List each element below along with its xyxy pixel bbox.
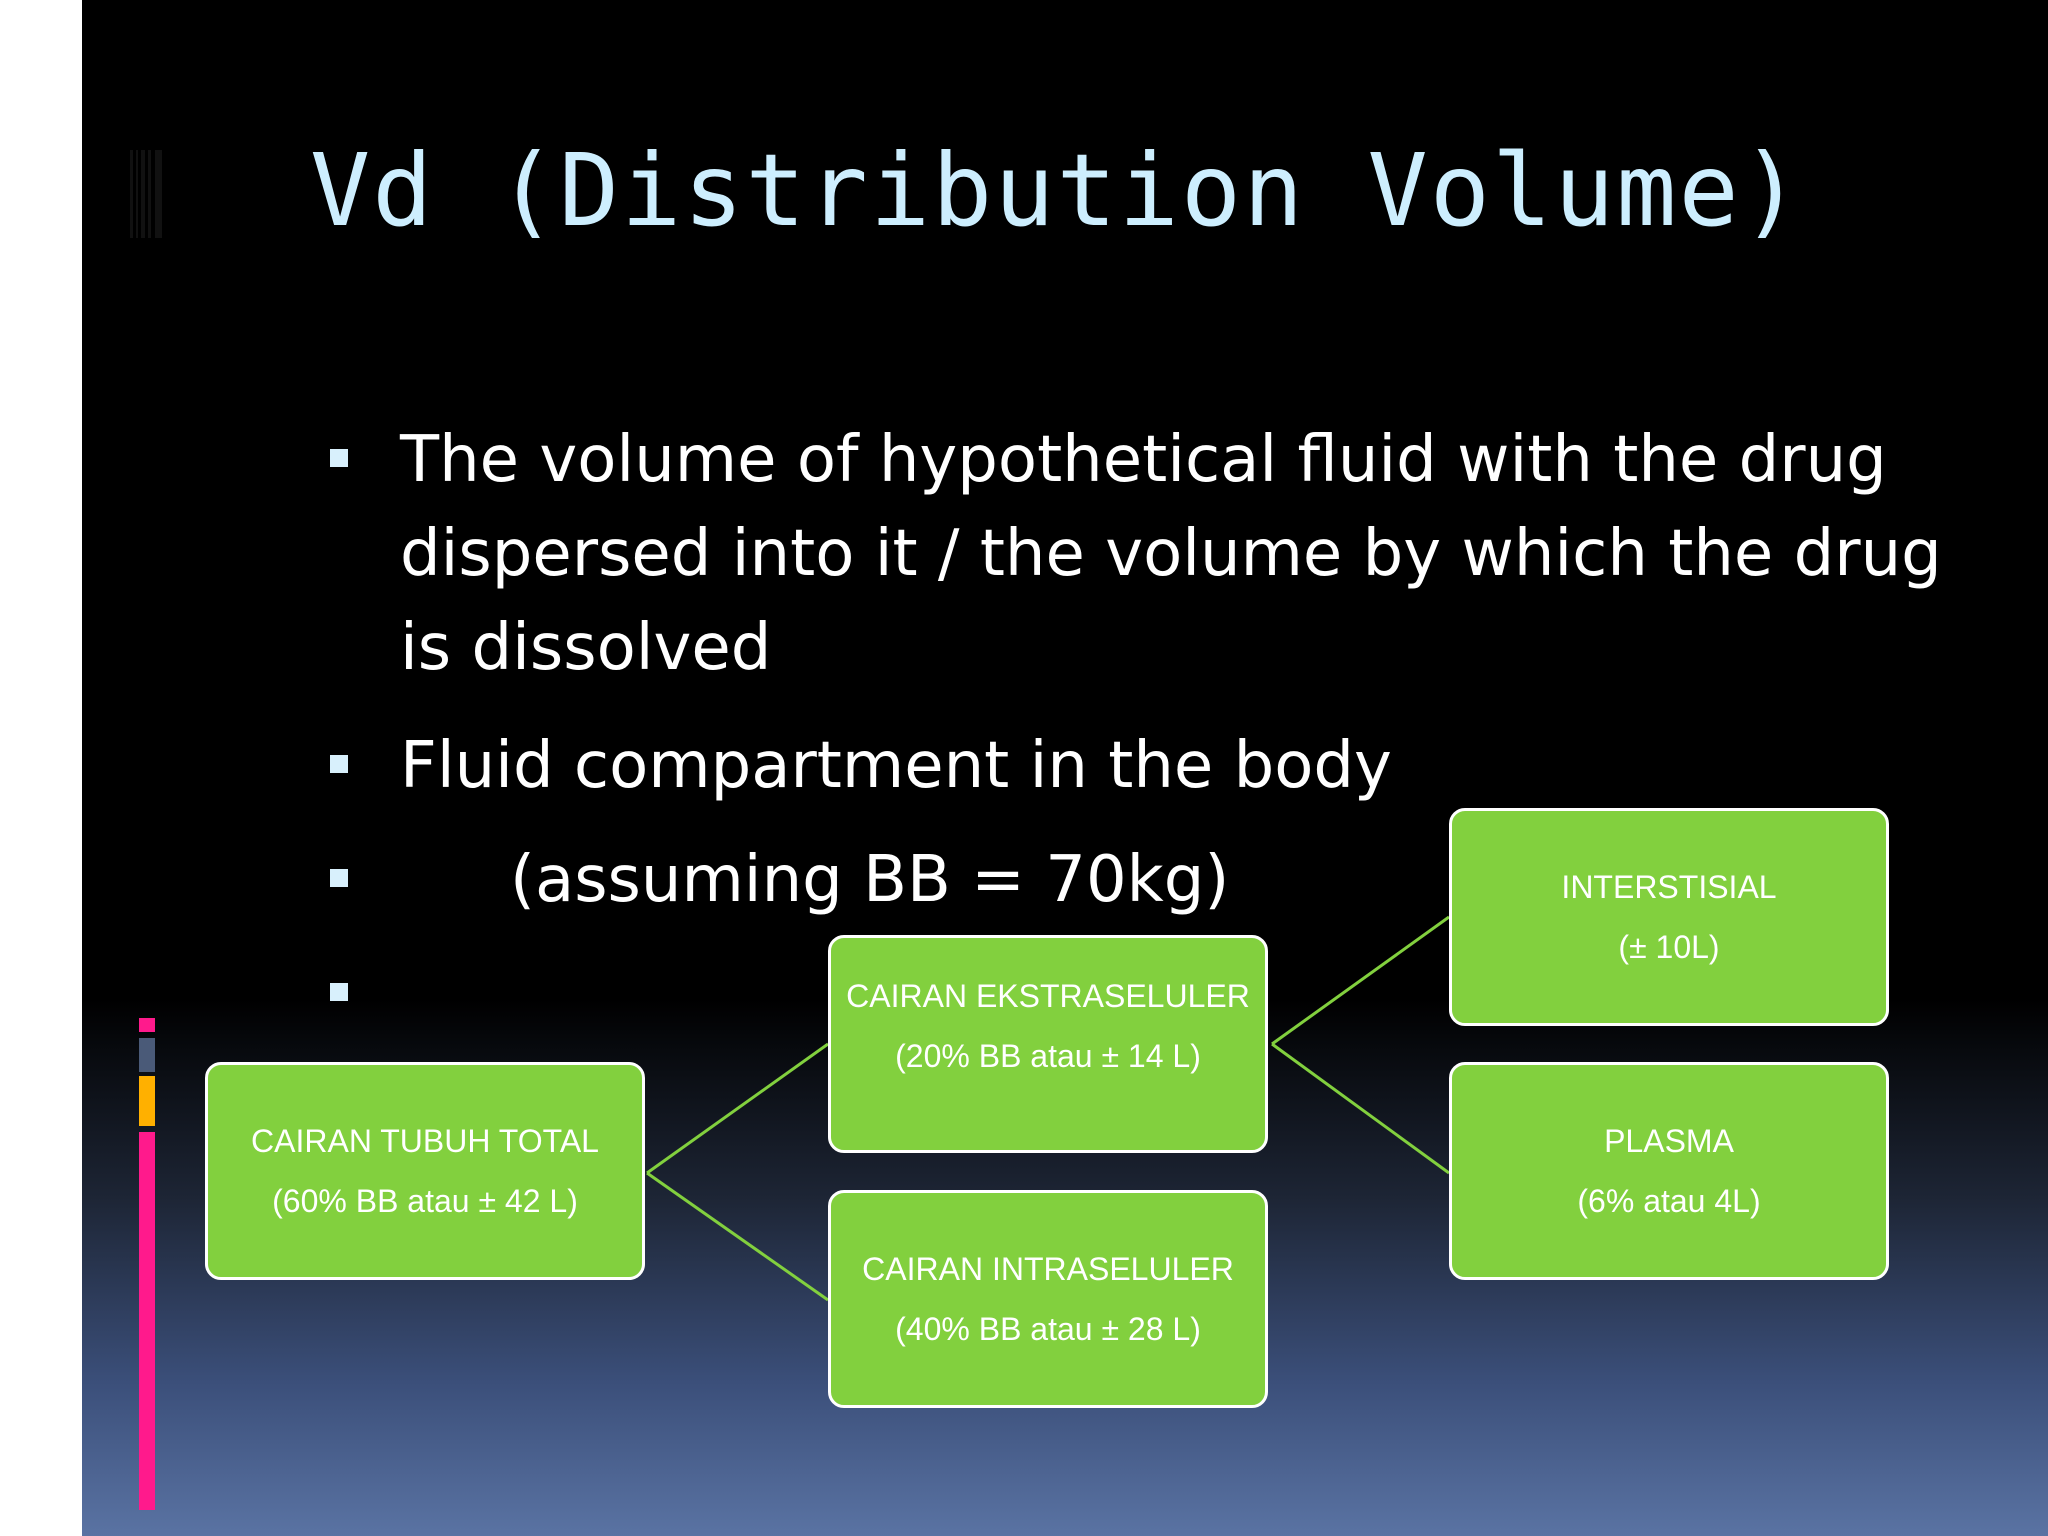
- slide: Vd (Distribution Volume) The volume of h…: [82, 0, 2048, 1536]
- node-label: CAIRAN EKSTRASELULER: [846, 978, 1250, 1014]
- bullet-marker: [330, 869, 348, 887]
- slide-title: Vd (Distribution Volume): [310, 132, 1803, 249]
- node-value: (20% BB atau ± 14 L): [895, 1038, 1201, 1074]
- bullet-text-line: dispersed into it / the volume by which …: [400, 517, 1942, 591]
- node-plasma: PLASMA (6% atau 4L): [1449, 1062, 1889, 1280]
- node-total-body-fluid: CAIRAN TUBUH TOTAL (60% BB atau ± 42 L): [205, 1062, 645, 1280]
- bullet-text-line: is dissolved: [400, 611, 772, 685]
- node-label: CAIRAN TUBUH TOTAL: [251, 1123, 599, 1159]
- node-value: (60% BB atau ± 42 L): [272, 1183, 578, 1219]
- accent-bar-orange: [139, 1076, 155, 1126]
- connector-total-extra: [646, 1042, 829, 1175]
- node-value: (40% BB atau ± 28 L): [895, 1311, 1201, 1347]
- node-extracellular-fluid: CAIRAN EKSTRASELULER (20% BB atau ± 14 L…: [828, 935, 1268, 1153]
- bullet-marker: [330, 983, 348, 1001]
- bullet-text-line: (assuming BB = 70kg): [510, 843, 1230, 917]
- accent-bar-pink: [139, 1132, 155, 1510]
- bullet-text-line: The volume of hypothetical fluid with th…: [400, 423, 1887, 497]
- diagram-connectors: [646, 915, 1450, 1302]
- connector-extra-interstitial: [1271, 915, 1450, 1046]
- node-value: (6% atau 4L): [1577, 1183, 1761, 1219]
- stripe-decoration: [130, 150, 163, 238]
- bullet-marker: [330, 755, 348, 773]
- node-label: PLASMA: [1604, 1123, 1734, 1159]
- node-interstitial: INTERSTISIAL (± 10L): [1449, 808, 1889, 1026]
- accent-bar-pink-top: [139, 1018, 155, 1032]
- node-label: CAIRAN INTRASELULER: [862, 1251, 1234, 1287]
- bullet-marker: [330, 449, 348, 467]
- node-value: (± 10L): [1618, 929, 1720, 965]
- accent-bar-slate: [139, 1038, 155, 1072]
- connector-total-intra: [646, 1171, 829, 1302]
- bullet-text-line: Fluid compartment in the body: [400, 729, 1392, 803]
- node-intracellular-fluid: CAIRAN INTRASELULER (40% BB atau ± 28 L): [828, 1190, 1268, 1408]
- connector-extra-plasma: [1271, 1042, 1450, 1175]
- node-label: INTERSTISIAL: [1561, 869, 1777, 905]
